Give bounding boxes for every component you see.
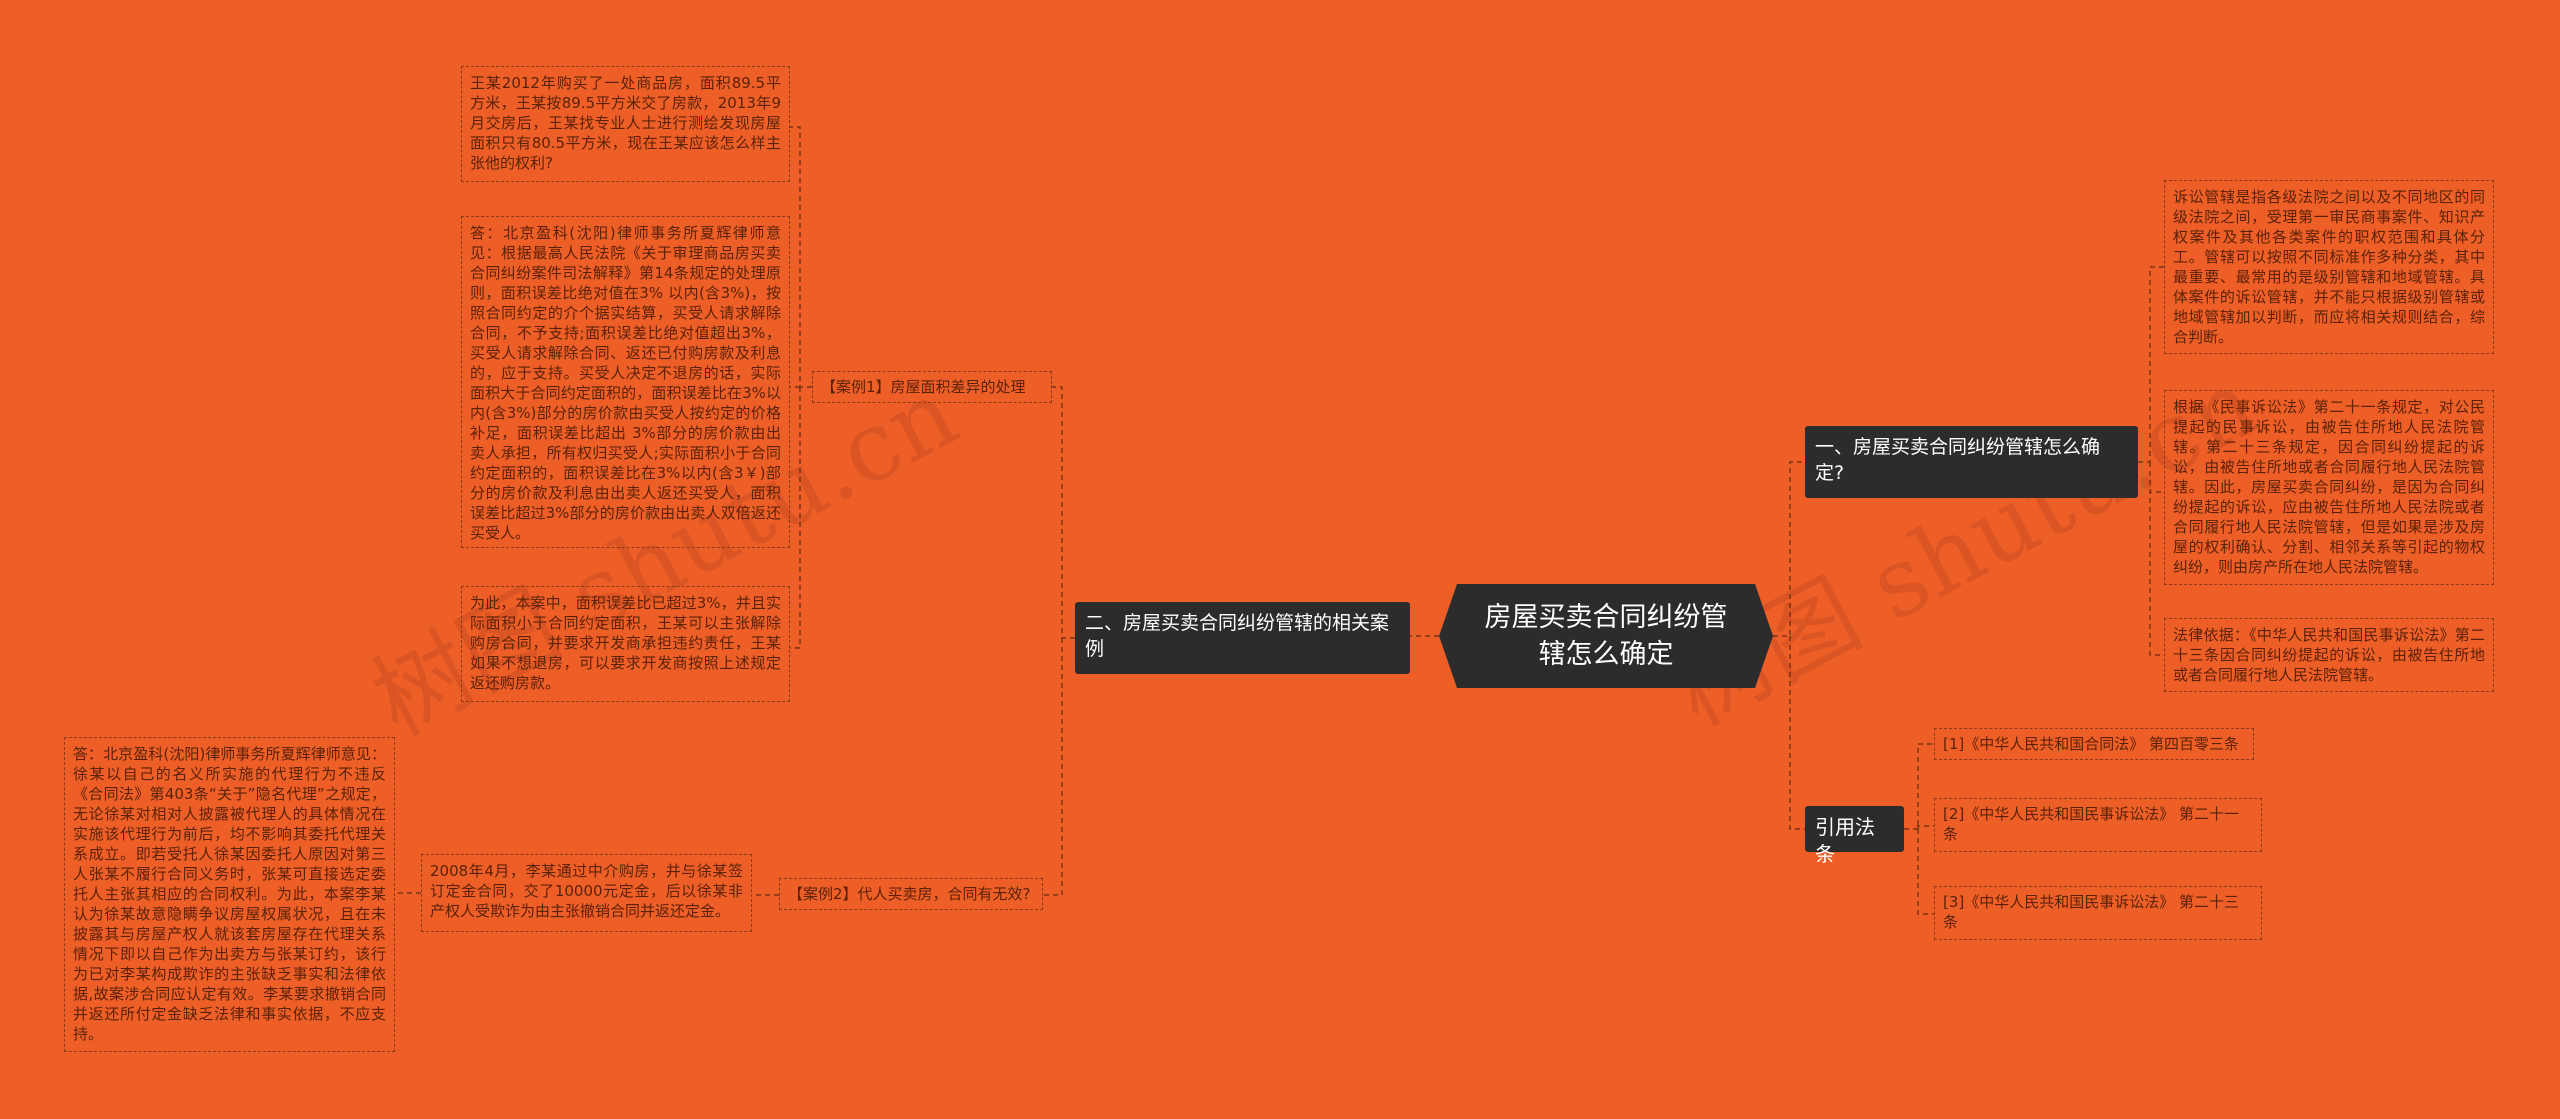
root-node[interactable]: 房屋买卖合同纠纷管辖怎么确定 — [1439, 584, 1773, 688]
jurisdiction-rules: 根据《民事诉讼法》第二十一条规定，对公民提起的民事诉讼，由被告住所地人民法院管辖… — [2164, 390, 2494, 585]
cited-law-text: [2]《中华人民共和国民事诉讼法》 第二十一条 — [1943, 805, 2240, 843]
case2-question-text: 2008年4月，李某通过中介购房，并与徐某签订定金合同，交了10000元定金，后… — [430, 862, 743, 920]
cited-law-item[interactable]: [1]《中华人民共和国合同法》 第四百零三条 — [1934, 728, 2254, 760]
branch-related-cases[interactable]: 二、房屋买卖合同纠纷管辖的相关案例 — [1075, 602, 1410, 674]
link-root-right — [1773, 461, 1805, 830]
root-title: 房屋买卖合同纠纷管辖怎么确定 — [1484, 602, 1728, 670]
cited-law-text: [1]《中华人民共和国合同法》 第四百零三条 — [1943, 735, 2240, 753]
branch-jurisdiction[interactable]: 一、房屋买卖合同纠纷管辖怎么确定? — [1805, 426, 2138, 498]
jurisdiction-definition: 诉讼管辖是指各级法院之间以及不同地区的同级法院之间，受理第一审民商事案件、知识产… — [2164, 180, 2494, 354]
case1-answer: 答：北京盈科(沈阳)律师事务所夏辉律师意见：根据最高人民法院《关于审理商品房买卖… — [461, 216, 790, 548]
case1-conclusion: 为此，本案中，面积误差比已超过3%，并且实际面积小于合同约定面积，王某可以主张解… — [461, 586, 790, 702]
case1-conclusion-text: 为此，本案中，面积误差比已超过3%，并且实际面积小于合同约定面积，王某可以主张解… — [470, 594, 781, 692]
case1-label-text: 【案例1】房屋面积差异的处理 — [821, 378, 1026, 396]
branch-jurisdiction-title: 一、房屋买卖合同纠纷管辖怎么确定? — [1815, 436, 2101, 484]
case1-answer-text: 答：北京盈科(沈阳)律师事务所夏辉律师意见：根据最高人民法院《关于审理商品房买卖… — [470, 224, 781, 542]
case1-question: 王某2012年购买了一处商品房，面积89.5平方米，王某按89.5平方米交了房款… — [461, 66, 790, 182]
jurisdiction-rules-text: 根据《民事诉讼法》第二十一条规定，对公民提起的民事诉讼，由被告住所地人民法院管辖… — [2173, 398, 2485, 576]
cited-law-item[interactable]: [3]《中华人民共和国民事诉讼法》 第二十三条 — [1934, 886, 2262, 940]
root-node-shape — [1439, 584, 1773, 688]
case2-label-text: 【案例2】代人买卖房，合同有无效? — [788, 885, 1031, 903]
case1-label[interactable]: 【案例1】房屋面积差异的处理 — [812, 371, 1052, 403]
cited-law-item[interactable]: [2]《中华人民共和国民事诉讼法》 第二十一条 — [1934, 798, 2262, 852]
branch-cited-laws[interactable]: 引用法条 — [1805, 806, 1904, 866]
case2-answer: 答：北京盈科(沈阳)律师事务所夏辉律师意见：徐某以自己的名义所实施的代理行为不违… — [64, 737, 395, 1052]
jurisdiction-legal-basis-text: 法律依据：《中华人民共和国民事诉讼法》第二十三条因合同纠纷提起的诉讼，由被告住所… — [2173, 626, 2485, 684]
branch-related-cases-title: 二、房屋买卖合同纠纷管辖的相关案例 — [1085, 612, 1390, 660]
case1-question-text: 王某2012年购买了一处商品房，面积89.5平方米，王某按89.5平方米交了房款… — [470, 74, 781, 172]
link-left-cases — [1043, 386, 1075, 896]
case2-label[interactable]: 【案例2】代人买卖房，合同有无效? — [779, 878, 1043, 910]
jurisdiction-legal-basis: 法律依据：《中华人民共和国民事诉讼法》第二十三条因合同纠纷提起的诉讼，由被告住所… — [2164, 618, 2494, 692]
link-case1-leaves — [790, 126, 812, 649]
cited-law-text: [3]《中华人民共和国民事诉讼法》 第二十三条 — [1943, 893, 2240, 931]
jurisdiction-definition-text: 诉讼管辖是指各级法院之间以及不同地区的同级法院之间，受理第一审民商事案件、知识产… — [2173, 188, 2485, 346]
case2-question: 2008年4月，李某通过中介购房，并与徐某签订定金合同，交了10000元定金，后… — [421, 854, 752, 932]
branch-cited-laws-title: 引用法条 — [1815, 815, 1875, 866]
link-branch2-refs — [1904, 743, 1934, 915]
link-branch1-leaves — [2138, 266, 2164, 656]
case2-answer-text: 答：北京盈科(沈阳)律师事务所夏辉律师意见：徐某以自己的名义所实施的代理行为不违… — [73, 745, 386, 1043]
